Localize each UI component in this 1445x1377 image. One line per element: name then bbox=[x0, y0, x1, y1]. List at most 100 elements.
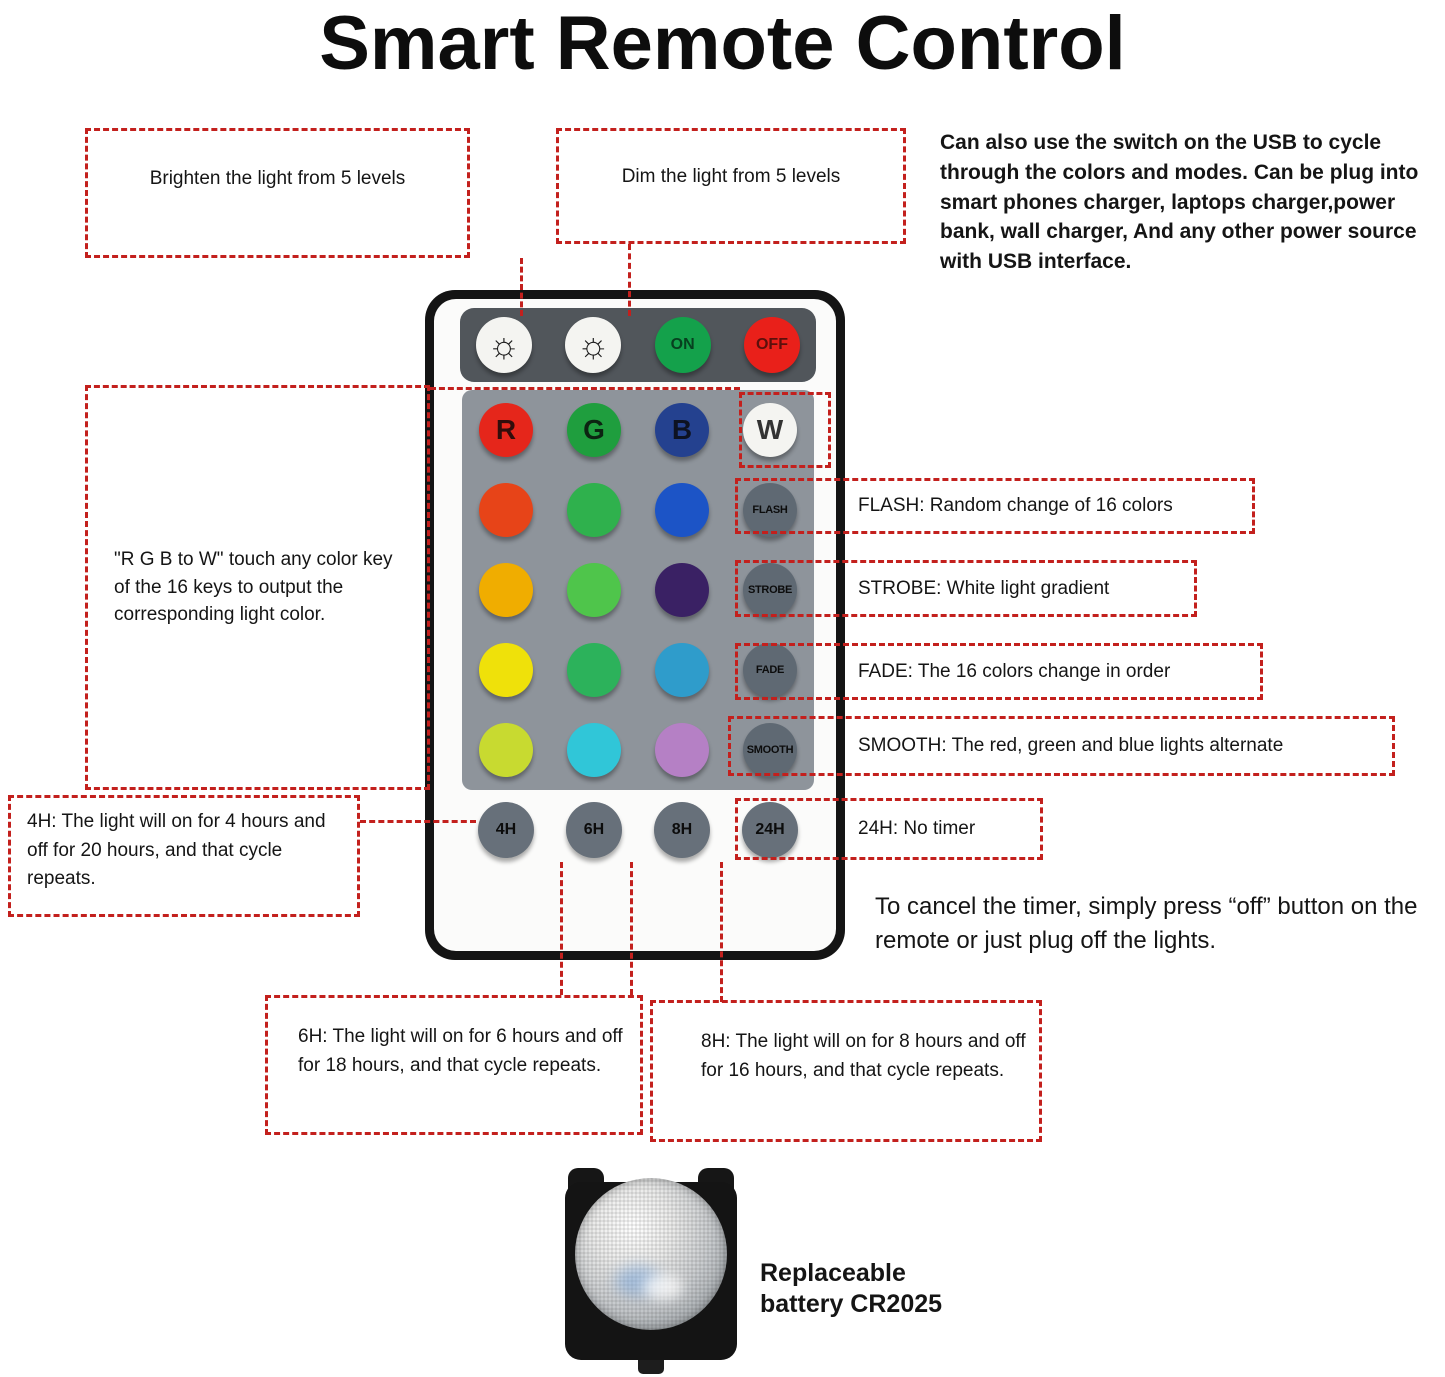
button-label: OFF bbox=[755, 336, 788, 353]
color-button bbox=[567, 563, 621, 617]
callout-4h-box: 4H: The light will on for 4 hours and of… bbox=[8, 795, 360, 917]
grid-cell: FLASH bbox=[726, 470, 814, 550]
grid-cell bbox=[462, 470, 550, 550]
timer-cell: 6H bbox=[550, 800, 638, 860]
callout-24h-box: 24H: No timer bbox=[735, 798, 1043, 860]
connector-dim-line bbox=[628, 244, 631, 316]
flash-button: FLASH bbox=[743, 483, 797, 537]
callout-dim-box: Dim the light from 5 levels bbox=[556, 128, 906, 244]
color-button bbox=[655, 723, 709, 777]
button-label: 8H bbox=[671, 821, 693, 838]
connector-rgbw-line bbox=[430, 387, 740, 390]
callout-rgbw-text: "R G B to W" touch any color key of the … bbox=[114, 549, 393, 626]
color-button bbox=[567, 723, 621, 777]
button-label: SMOOTH bbox=[746, 744, 794, 756]
callout-fade-text: FADE: The 16 colors change in order bbox=[858, 660, 1171, 682]
grid-cell: STROBE bbox=[726, 550, 814, 630]
remote-control: ☼ ☼ ON OFF R G B W FLASH STROBE FADE SMOOTH 4H 6H 8H… bbox=[425, 290, 845, 960]
color-button bbox=[655, 563, 709, 617]
callout-8h-box: 8H: The light will on for 8 hours and of… bbox=[650, 1000, 1042, 1142]
power-button-strip: ☼ ☼ ON OFF bbox=[460, 308, 816, 382]
grid-cell: B bbox=[638, 390, 726, 470]
strobe-button: STROBE bbox=[743, 563, 797, 617]
button-label: 6H bbox=[583, 821, 605, 838]
on-button: ON bbox=[654, 317, 711, 373]
grid-cell bbox=[638, 630, 726, 710]
brightness-down-button: ☼ bbox=[565, 317, 622, 373]
smooth-button: SMOOTH bbox=[743, 723, 797, 777]
grid-cell bbox=[462, 710, 550, 790]
grid-cell bbox=[638, 710, 726, 790]
grid-cell bbox=[550, 550, 638, 630]
callout-4h-text: 4H: The light will on for 4 hours and of… bbox=[27, 811, 326, 889]
connector-8h-line bbox=[720, 862, 723, 1002]
button-label: 24H bbox=[755, 821, 785, 838]
color-button bbox=[567, 483, 621, 537]
battery-image bbox=[565, 1168, 737, 1374]
grid-cell: W bbox=[726, 390, 814, 470]
grid-cell bbox=[550, 470, 638, 550]
callout-flash-box: FLASH: Random change of 16 colors bbox=[735, 478, 1255, 534]
timer-cell: 24H bbox=[726, 800, 814, 860]
grid-cell bbox=[550, 710, 638, 790]
button-label: R bbox=[495, 414, 517, 445]
off-button: OFF bbox=[743, 317, 800, 373]
color-button bbox=[567, 643, 621, 697]
callout-8h-text: 8H: The light will on for 8 hours and of… bbox=[701, 1031, 1026, 1082]
battery-holder-foot bbox=[638, 1360, 664, 1374]
4h-button: 4H bbox=[478, 802, 534, 858]
callout-6h-text: 6H: The light will on for 6 hours and of… bbox=[298, 1026, 623, 1077]
grid-cell: R bbox=[462, 390, 550, 470]
color-button-panel: R G B W FLASH STROBE FADE SMOOTH bbox=[462, 390, 814, 790]
timer-cell: 8H bbox=[638, 800, 726, 860]
callout-smooth-text: SMOOTH: The red, green and blue lights a… bbox=[858, 735, 1284, 757]
remote-face: ☼ ☼ ON OFF R G B W FLASH STROBE FADE SMOOTH 4H 6H 8H… bbox=[434, 299, 836, 951]
button-label: FLASH bbox=[752, 504, 788, 516]
grid-cell bbox=[462, 550, 550, 630]
brightness-up-button: ☼ bbox=[476, 317, 532, 373]
grid-cell: SMOOTH bbox=[726, 710, 814, 790]
color-button bbox=[479, 643, 533, 697]
callout-24h-text: 24H: No timer bbox=[858, 818, 976, 840]
timer-button-row: 4H 6H 8H 24H bbox=[462, 800, 814, 860]
8h-button: 8H bbox=[654, 802, 710, 858]
connector-brighten-line bbox=[520, 258, 523, 316]
battery-note-text: Replaceable battery CR2025 bbox=[760, 1259, 943, 1319]
color-button bbox=[655, 643, 709, 697]
button-label: W bbox=[756, 414, 784, 445]
callout-6h-box: 6H: The light will on for 6 hours and of… bbox=[265, 995, 643, 1135]
g-button: G bbox=[567, 403, 621, 457]
brightness-up-sun-icon: ☼ bbox=[487, 324, 521, 365]
page-title: Smart Remote Control bbox=[319, 1, 1126, 86]
callout-rgbw-box: "R G B to W" touch any color key of the … bbox=[85, 385, 430, 790]
connector-6h-line-a bbox=[560, 862, 563, 995]
brightness-down-sun-icon: ☼ bbox=[576, 324, 610, 365]
callout-strobe-box: STROBE: White light gradient bbox=[735, 560, 1197, 617]
button-label: 4H bbox=[495, 821, 517, 838]
callout-w-button-box bbox=[739, 392, 831, 468]
callout-flash-text: FLASH: Random change of 16 colors bbox=[858, 495, 1173, 517]
color-button bbox=[479, 563, 533, 617]
callout-brighten-box: Brighten the light from 5 levels bbox=[85, 128, 470, 258]
callout-fade-box: FADE: The 16 colors change in order bbox=[735, 643, 1263, 700]
b-button: B bbox=[655, 403, 709, 457]
usb-note-text: Can also use the switch on the USB to cy… bbox=[940, 131, 1419, 274]
callout-smooth-box: SMOOTH: The red, green and blue lights a… bbox=[728, 716, 1395, 776]
button-label: B bbox=[671, 414, 693, 445]
coin-reflection-white bbox=[643, 1274, 683, 1300]
callout-dim-text: Dim the light from 5 levels bbox=[621, 166, 841, 187]
color-button bbox=[479, 723, 533, 777]
callout-strobe-text: STROBE: White light gradient bbox=[858, 577, 1110, 599]
24h-button: 24H bbox=[742, 802, 798, 858]
timer-cell: 4H bbox=[462, 800, 550, 860]
color-button bbox=[479, 483, 533, 537]
button-label: FADE bbox=[755, 664, 785, 676]
grid-cell: G bbox=[550, 390, 638, 470]
fade-button: FADE bbox=[743, 643, 797, 697]
grid-cell bbox=[638, 470, 726, 550]
cancel-note-text: To cancel the timer, simply press “off” … bbox=[875, 893, 1418, 955]
grid-cell: FADE bbox=[726, 630, 814, 710]
callout-brighten-text: Brighten the light from 5 levels bbox=[149, 168, 406, 189]
connector-6h-line-b bbox=[630, 862, 633, 995]
